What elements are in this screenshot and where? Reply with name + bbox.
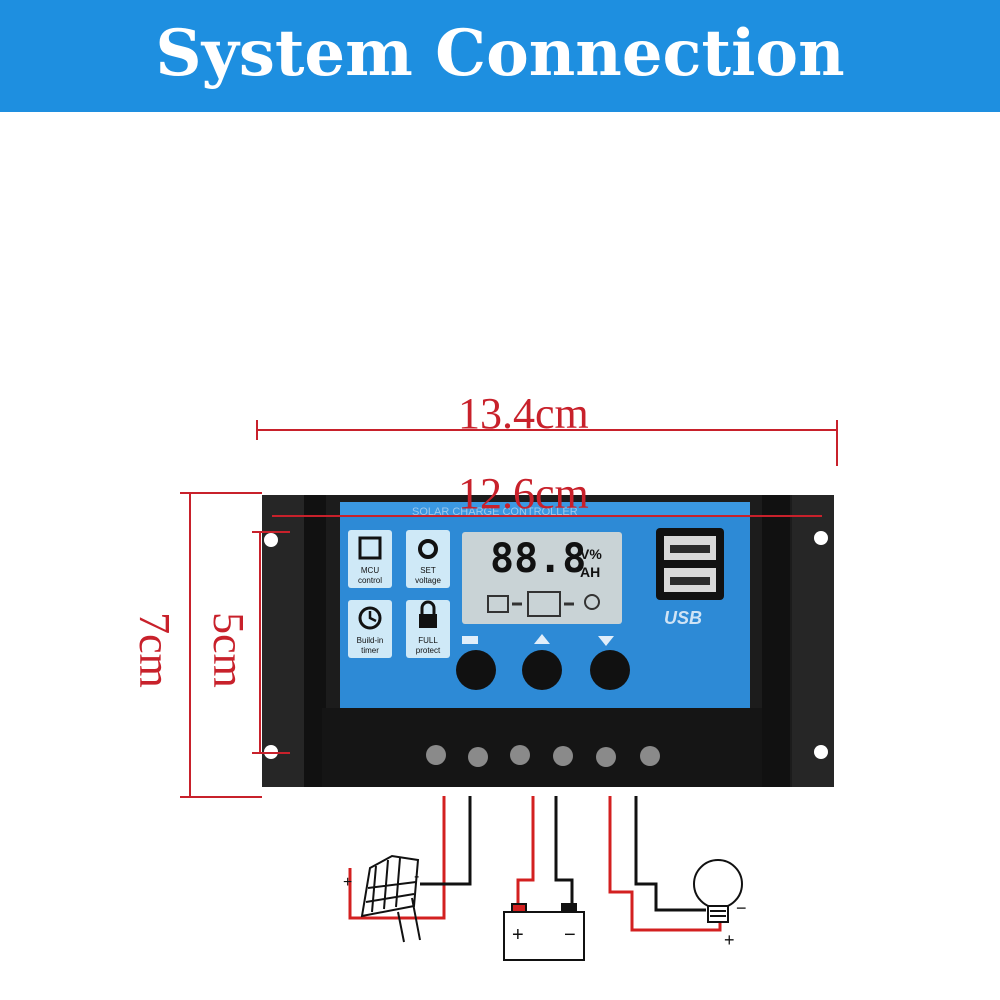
load-positive-wire: [608, 796, 722, 932]
mount-hole-top-left: [264, 533, 278, 547]
load-plus-label: +: [724, 930, 735, 950]
terminal-screws: [426, 745, 660, 767]
outer-width-line: [256, 420, 838, 466]
lcd-screen: [462, 532, 622, 624]
timer-label-2: timer: [361, 646, 379, 655]
wiring: [348, 796, 722, 932]
solar-negative-wire: [420, 796, 472, 886]
build-in-timer-feature: [348, 600, 392, 658]
solar-positive-wire: [348, 796, 446, 920]
mount-hole-top-right: [814, 531, 828, 545]
panel-label: SOLAR CHARGE CONTROLLER: [412, 506, 578, 518]
lcd-flow-icons: [487, 591, 600, 617]
battery-icon: [503, 903, 585, 961]
down-button: [590, 636, 630, 690]
load-negative-wire: [634, 796, 706, 912]
load-minus-label: −: [736, 898, 747, 918]
full-protect-feature: [406, 600, 450, 658]
light-bulb-icon: [693, 859, 743, 923]
battery-negative-wire: [554, 796, 574, 908]
usb-label: USB: [664, 608, 703, 628]
menu-button: [456, 636, 496, 690]
lcd-digits: 88.8: [490, 536, 587, 582]
solar-panel-icon: [360, 854, 421, 943]
terminal-strip: [322, 708, 762, 787]
mcu-control-feature: [348, 530, 392, 588]
page-title: System Connection: [155, 16, 845, 91]
inner-height-line: [252, 531, 290, 754]
outer-height-line: [180, 492, 262, 798]
mcu-label-1: MCU: [360, 566, 380, 575]
solar-plus-label: +: [343, 874, 353, 891]
charge-controller: [262, 495, 834, 787]
mcu-label-2: control: [357, 576, 382, 585]
outer-width-label: 13.4cm: [458, 389, 589, 438]
solar-minus-label: -: [414, 868, 420, 885]
set-label-1: SET: [420, 566, 436, 575]
outer-height-label: 7cm: [129, 612, 179, 688]
protect-label-2: protect: [415, 646, 441, 655]
set-voltage-feature: [406, 530, 450, 588]
inner-width-label: 12.6cm: [458, 469, 589, 518]
header-banner: System Connection: [0, 0, 1000, 112]
lcd-unit-top: V%: [580, 546, 602, 562]
battery-plus-label: +: [512, 924, 524, 946]
lcd-unit-bottom: AH: [580, 564, 601, 580]
inner-height-label: 5cm: [203, 612, 253, 688]
dimension-lines: [180, 420, 838, 798]
set-label-2: voltage: [415, 576, 441, 585]
up-button: [522, 634, 562, 690]
usb-ports: [656, 528, 724, 600]
protect-label-1: FULL: [418, 636, 438, 645]
battery-minus-label: −: [564, 924, 576, 946]
mount-hole-bottom-right: [814, 745, 828, 759]
battery-positive-wire: [516, 796, 535, 908]
timer-label-1: Build-in: [356, 636, 384, 645]
